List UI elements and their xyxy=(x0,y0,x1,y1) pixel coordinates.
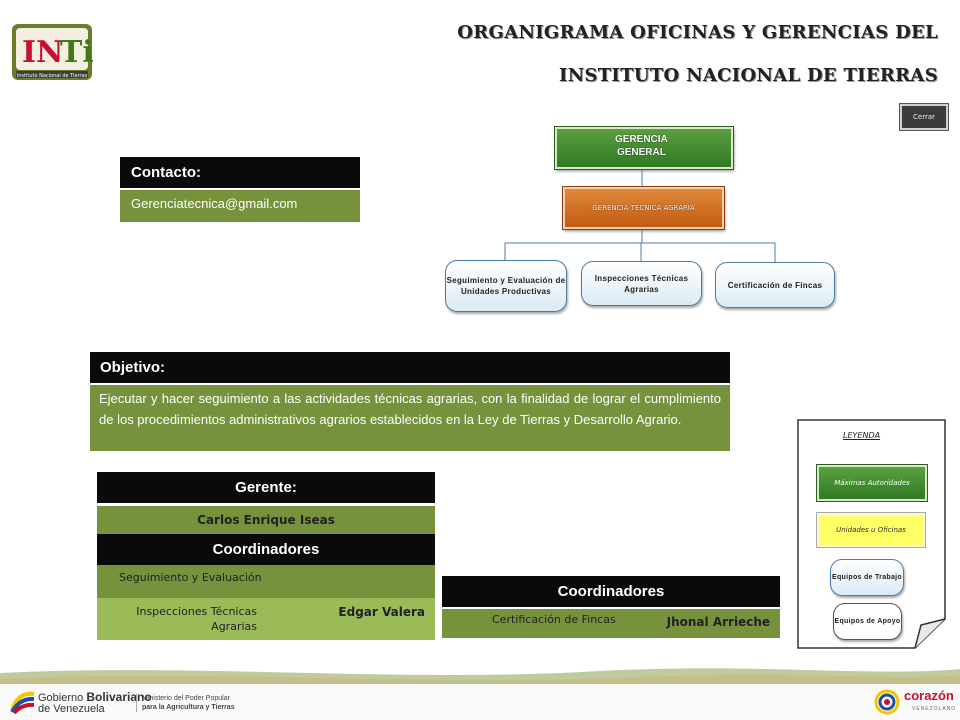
corazon-venezolano-icon xyxy=(874,689,900,715)
coordinators-left-row-seguimiento: Seguimiento y Evaluación xyxy=(97,565,435,598)
coordinator-area-label: Seguimiento y Evaluación xyxy=(119,571,262,584)
coordinator-name: Edgar Valera xyxy=(338,605,425,619)
svg-text:IN: IN xyxy=(22,35,63,70)
coordinator-name: Jhonal Arrieche xyxy=(666,615,770,629)
legend-max-authorities: Máximas Autoridades xyxy=(817,465,927,501)
legend-units: Unidades u Oficinas xyxy=(817,513,925,547)
objective-text: Ejecutar y hacer seguimiento a las activ… xyxy=(90,385,730,451)
corazon-venezolano-brand: corazón xyxy=(904,688,954,703)
coordinator-area-label: Certificación de Fincas xyxy=(492,613,616,626)
coordinators-left-header: Coordinadores xyxy=(97,534,435,565)
coordinators-right-row: Certificación de Fincas Jhonal Arrieche xyxy=(442,609,780,638)
page-title-line1: ORGANIGRAMA OFICINAS Y GERENCIAS DEL xyxy=(457,22,938,43)
contact-header: Contacto: xyxy=(120,157,360,188)
org-node-certificacion[interactable]: Certificación de Fincas xyxy=(715,262,835,308)
corazon-venezolano-sub: VENEZOLANO xyxy=(912,706,957,712)
footer-decoration xyxy=(0,668,960,687)
venezuela-flag-icon xyxy=(10,691,35,714)
coordinators-right-header: Coordinadores xyxy=(442,576,780,607)
legend-support-teams: Equipos de Apoyo xyxy=(833,603,902,640)
org-node-inspecciones[interactable]: Inspecciones Técnicas Agrarias xyxy=(581,261,702,306)
manager-header: Gerente: xyxy=(97,472,435,503)
legend-work-teams: Equipos de Trabajo xyxy=(830,559,904,596)
inti-logo: IN Ti Instituto Nacional de Tierras xyxy=(12,24,94,80)
coordinator-area-label: Inspecciones Técnicas Agrarias xyxy=(136,605,257,633)
page-title-line2: INSTITUTO NACIONAL DE TIERRAS xyxy=(558,65,938,86)
coordinators-left-row-inspecciones: Inspecciones Técnicas Agrarias Edgar Val… xyxy=(97,598,435,640)
org-node-seguimiento[interactable]: Seguimiento y Evaluación de Unidades Pro… xyxy=(445,260,567,312)
objective-header: Objetivo: xyxy=(90,352,730,383)
manager-name: Carlos Enrique Iseas xyxy=(97,506,435,534)
org-node-gerencia-tecnica-agraria[interactable]: GERENCIA TÉCNICA AGRARIA xyxy=(563,187,724,229)
legend-title: LEYENDA xyxy=(843,431,881,440)
contact-email: Gerenciatecnica@gmail.com xyxy=(120,190,360,222)
svg-text:Ti: Ti xyxy=(60,35,94,70)
footer-bar xyxy=(0,684,960,720)
close-button[interactable]: Cerrar xyxy=(900,104,948,130)
svg-text:Instituto Nacional de Tierras: Instituto Nacional de Tierras xyxy=(17,73,88,79)
